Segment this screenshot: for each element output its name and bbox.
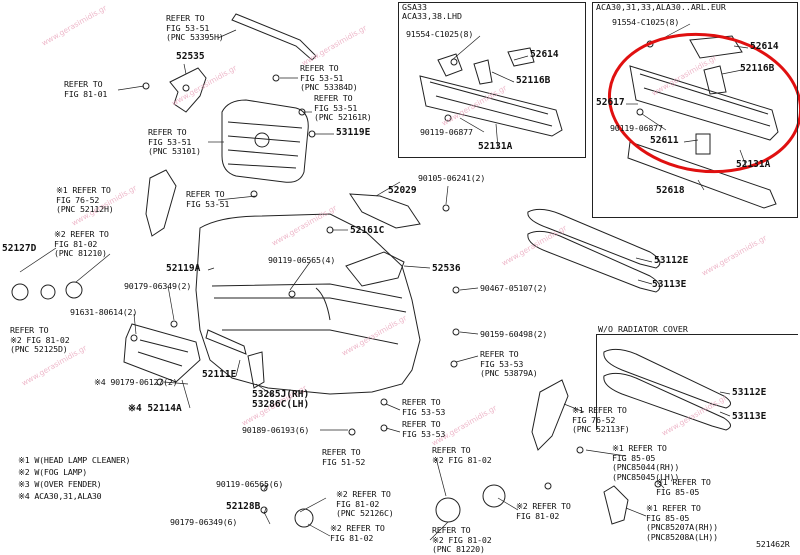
right-part-91554-C1025: 91554-C1025(8) bbox=[612, 17, 680, 27]
right-part-52116B: 52116B bbox=[740, 63, 775, 74]
middle-variant-box bbox=[398, 2, 586, 158]
radiator-cover-header: W/O RADIATOR COVER bbox=[598, 324, 688, 334]
right-part-90119-06877: 90119-06877 bbox=[610, 123, 663, 133]
upper-garnish-strip bbox=[231, 13, 317, 61]
right-box-header: ACA30,31,33,ALA30..ARL.EUR bbox=[596, 2, 726, 12]
part-number-53119E: 53119E bbox=[336, 127, 371, 138]
callout-85044: ※1 REFER TO FIG 85-05 (PNC85044(RH)) (PN… bbox=[612, 443, 680, 482]
side-support-bracket bbox=[247, 351, 265, 389]
right-part-52614: 52614 bbox=[750, 41, 779, 52]
grille-insert-53113E-b bbox=[603, 372, 731, 431]
callout-fig-81-01: REFER TO FIG 81-01 bbox=[64, 79, 108, 99]
part-number-90467-05107: 90467-05107(2) bbox=[480, 283, 548, 293]
part-number-53113E: 53113E bbox=[652, 279, 687, 290]
legend-item-4: ※4 ACA30,31,ALA30 bbox=[18, 491, 102, 501]
cleaner-nozzle bbox=[603, 485, 629, 525]
mid-part-52131A: 52131A bbox=[478, 141, 513, 152]
mid-part-52116B: 52116B bbox=[516, 75, 551, 86]
part-number-90179-06127: ※4 90179-06127(2) bbox=[94, 377, 178, 387]
part-number-90119-06565-6: 90119-06565(6) bbox=[216, 479, 284, 489]
right-part-52618: 52618 bbox=[656, 185, 685, 196]
reinforcement-52131A-mid bbox=[419, 75, 563, 137]
radiator-cover-box bbox=[596, 334, 597, 430]
part-number-52128B: 52128B bbox=[226, 501, 261, 512]
part-number-52029: 52029 bbox=[388, 185, 417, 196]
radiator-grille bbox=[221, 99, 309, 183]
fender-trim bbox=[531, 379, 569, 451]
part-number-53112E-radiator: 53112E bbox=[732, 387, 767, 398]
part-number-52114A: ※4 52114A bbox=[128, 403, 182, 414]
right-variant-box bbox=[592, 2, 798, 218]
callout-fig-53-51: REFER TO FIG 53-51 bbox=[186, 189, 230, 209]
diagram-code: 521462R bbox=[756, 539, 790, 549]
part-number-53112E: 53112E bbox=[654, 255, 689, 266]
part-number-53113E-radiator: 53113E bbox=[732, 411, 767, 422]
callout-fig-85-05: ※1 REFER TO FIG 85-05 bbox=[656, 477, 711, 497]
part-number-90179-06349-2: 90179-06349(2) bbox=[124, 281, 192, 291]
reinforcement-52029 bbox=[349, 193, 421, 229]
part-number-52161C: 52161C bbox=[350, 225, 385, 236]
mid-part-91554-C1025: 91554-C1025(8) bbox=[406, 29, 474, 39]
callout-81210: ※2 REFER TO FIG 81-02 (PNC 81210) bbox=[54, 229, 109, 259]
grille-insert-53112E-b bbox=[603, 348, 731, 409]
part-number-52119A: 52119A bbox=[166, 263, 201, 274]
bracket-52535 bbox=[169, 67, 207, 113]
part-number-90189-06193: 90189-06193(6) bbox=[242, 425, 310, 435]
callout-fig-53-53-b: REFER TO FIG 53-53 bbox=[402, 419, 446, 439]
fog-trim-left bbox=[145, 169, 177, 237]
callout-52126C: ※2 REFER TO FIG 81-02 (PNC 52126C) bbox=[336, 489, 394, 519]
grille-insert-53112E bbox=[527, 208, 661, 269]
mid-part-52614: 52614 bbox=[530, 49, 559, 60]
legend-item-1: ※1 W(HEAD LAMP CLEANER) bbox=[18, 455, 131, 465]
callout-fig-81-02-c: ※2 REFER TO FIG 81-02 bbox=[330, 523, 385, 543]
grille-insert-53113E bbox=[527, 230, 661, 293]
part-number-91631-80614: 91631-80614(2) bbox=[70, 307, 138, 317]
part-number-52111E: 52111E bbox=[202, 369, 237, 380]
part-number-52535: 52535 bbox=[176, 51, 205, 62]
part-number-90159-60498: 90159-60498(2) bbox=[480, 329, 548, 339]
right-part-52617: 52617 bbox=[596, 97, 625, 108]
fog-lamp-lower bbox=[294, 508, 314, 528]
legend-item-3: ※3 W(OVER FENDER) bbox=[18, 479, 102, 489]
middle-box-header-1: GSA33 bbox=[402, 2, 427, 12]
bracket-52536 bbox=[345, 251, 405, 287]
right-part-52611: 52611 bbox=[650, 135, 679, 146]
absorber-52618 bbox=[627, 141, 777, 209]
lower-grille-52111E bbox=[205, 329, 247, 355]
callout-52125D: REFER TO ※2 FIG 81-02 (PNC 52125D) bbox=[10, 325, 70, 355]
callout-53101: REFER TO FIG 53-51 (PNC 53101) bbox=[148, 127, 201, 157]
callout-53879A: REFER TO FIG 53-53 (PNC 53879A) bbox=[480, 349, 538, 379]
callout-fig-53-53-a: REFER TO FIG 53-53 bbox=[402, 397, 446, 417]
callout-52161R: REFER TO FIG 53-51 (PNC 52161R) bbox=[314, 93, 372, 123]
middle-box-header-2: ACA33,38.LHD bbox=[402, 11, 462, 21]
highlight-ellipse bbox=[607, 32, 800, 174]
callout-fig-51-52: REFER TO FIG 51-52 bbox=[322, 447, 366, 467]
mid-part-90119-06877: 90119-06877 bbox=[420, 127, 473, 137]
callout-52113F: ※1 REFER TO FIG 76-52 (PNC 52113F) bbox=[572, 405, 630, 435]
callout-fig-81-02-b: ※2 REFER TO FIG 81-02 bbox=[516, 501, 571, 521]
callout-52112H: ※1 REFER TO FIG 76-52 (PNC 52112H) bbox=[56, 185, 114, 215]
legend-item-2: ※2 W(FOG LAMP) bbox=[18, 467, 88, 477]
bumper-cover bbox=[195, 213, 421, 395]
part-number-90179-06349-6: 90179-06349(6) bbox=[170, 517, 238, 527]
part-number-52127D: 52127D bbox=[2, 243, 37, 254]
part-number-90119-06565-4: 90119-06565(4) bbox=[268, 255, 336, 265]
reinforcement-52131A-right bbox=[629, 65, 779, 141]
part-number-90105-06241: 90105-06241(2) bbox=[418, 173, 486, 183]
part-number-53285J: 53285J(RH) 53286C(LH) bbox=[252, 389, 310, 410]
fog-lamp-left bbox=[11, 283, 29, 301]
callout-53384D: REFER TO FIG 53-51 (PNC 53384D) bbox=[300, 63, 358, 93]
callout-81220: REFER TO ※2 FIG 81-02 (PNC 81220) bbox=[432, 525, 492, 555]
callout-fig-81-02-a: REFER TO ※2 FIG 81-02 bbox=[432, 445, 492, 465]
license-bracket bbox=[123, 323, 201, 383]
radiator-cover-line bbox=[596, 334, 798, 335]
part-number-52536: 52536 bbox=[432, 263, 461, 274]
right-part-52131A: 52131A bbox=[736, 159, 771, 170]
callout-85207A: ※1 REFER TO FIG 85-05 (PNC85207A(RH)) (P… bbox=[646, 503, 718, 542]
callout-53395H: REFER TO FIG 53-51 (PNC 53395H) bbox=[166, 13, 224, 43]
